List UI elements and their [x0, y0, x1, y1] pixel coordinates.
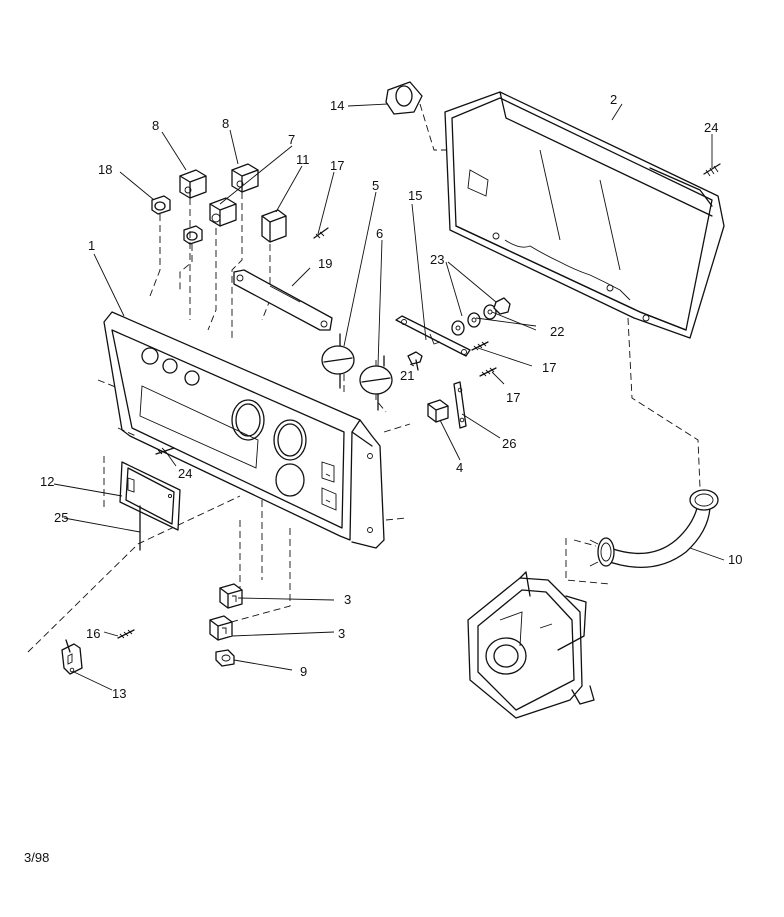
receptacle-13 [61, 639, 83, 675]
knob-18 [151, 195, 171, 215]
blower-housing [467, 571, 595, 719]
callout-8-right: 8 [222, 116, 229, 131]
callout-17-mid: 17 [542, 360, 556, 375]
callout-25: 25 [54, 510, 68, 525]
callout-22: 22 [550, 324, 564, 339]
callout-23: 23 [430, 252, 444, 267]
front-control-panel [103, 311, 385, 549]
washers-22-23 [451, 297, 511, 336]
terminal-strip-15 [395, 315, 471, 357]
switch-3a [219, 583, 243, 609]
callout-6: 6 [376, 226, 383, 241]
callout-9: 9 [300, 664, 307, 679]
callout-11: 11 [296, 152, 310, 167]
callout-17-low: 17 [506, 390, 520, 405]
part-11-block [261, 209, 287, 243]
callout-3-bottom: 3 [338, 626, 345, 641]
callout-17-top: 17 [330, 158, 344, 173]
callout-1: 1 [88, 238, 95, 253]
callout-26: 26 [502, 436, 516, 451]
screw-24-mid [155, 447, 175, 455]
callout-8-left: 8 [152, 118, 159, 133]
callout-13: 13 [112, 686, 126, 701]
callout-10: 10 [728, 552, 742, 567]
screw-17-low [479, 367, 497, 377]
callout-7: 7 [288, 132, 295, 147]
date-code: 3/98 [24, 850, 50, 865]
rear-housing-box [444, 91, 725, 339]
bracket-19 [233, 269, 333, 331]
callout-15: 15 [408, 188, 422, 203]
switch-3b [209, 615, 233, 641]
callout-4: 4 [456, 460, 463, 475]
screw-17-top [313, 227, 329, 239]
callout-3-top: 3 [344, 592, 351, 607]
callout-12: 12 [40, 474, 54, 489]
gasket-plate-12 [103, 456, 181, 551]
callout-19: 19 [318, 256, 332, 271]
callout-14: 14 [330, 98, 344, 113]
knob-18b [183, 225, 203, 245]
knob-8-right [231, 163, 259, 193]
bracket-26 [453, 381, 467, 429]
callout-2: 2 [610, 92, 617, 107]
callout-18: 18 [98, 162, 112, 177]
thermostat-5 [321, 333, 355, 389]
callout-16: 16 [86, 626, 100, 641]
screw-16 [117, 629, 135, 639]
callout-24-top: 24 [704, 120, 718, 135]
callout-21: 21 [400, 368, 414, 383]
knob-8-left [179, 169, 207, 199]
callout-5: 5 [372, 178, 379, 193]
hose-10 [589, 489, 719, 569]
relay-4 [427, 399, 449, 423]
thermostat-6 [359, 355, 393, 411]
screw-24-top [703, 163, 721, 177]
callout-24-mid: 24 [178, 466, 192, 481]
screw-17-mid [471, 341, 489, 351]
screw-21 [407, 351, 423, 371]
knob-7 [209, 197, 237, 227]
grommet-14 [385, 81, 423, 115]
indicator-9 [215, 649, 235, 667]
